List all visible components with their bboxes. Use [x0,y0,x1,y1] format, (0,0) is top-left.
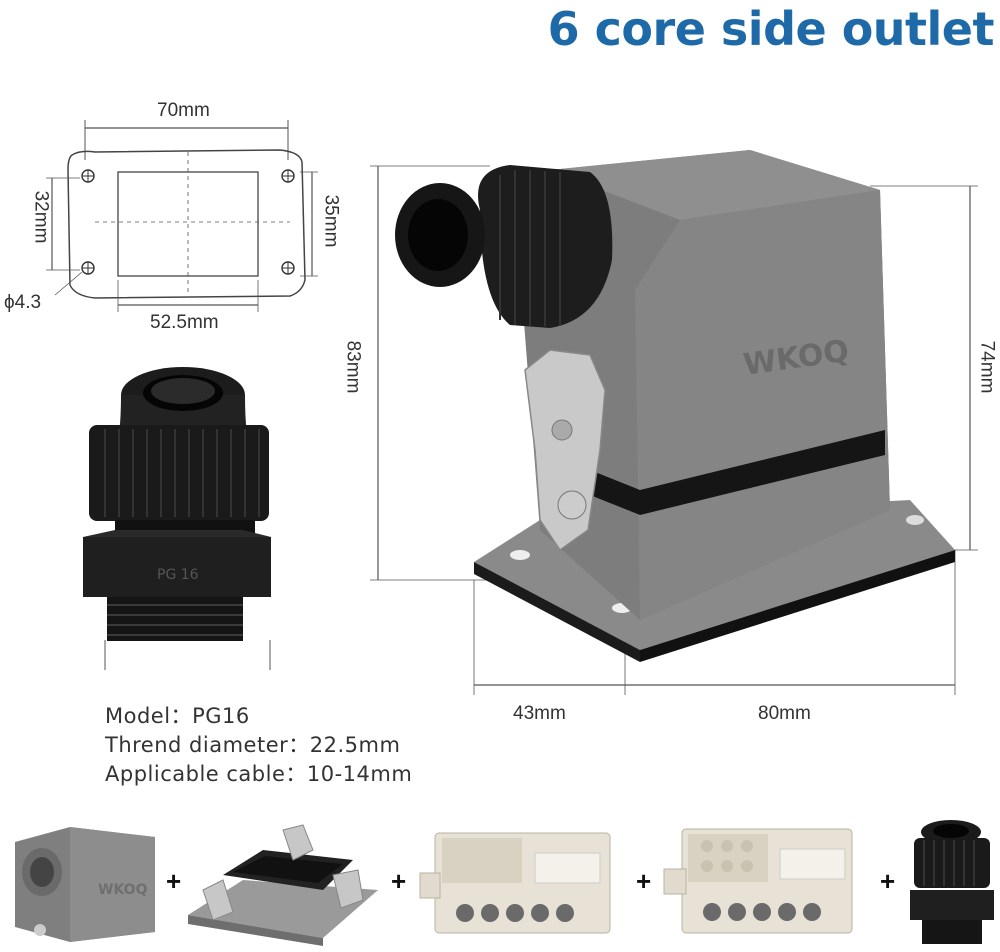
depth-b-label: 80mm [758,703,811,724]
component-male-insert [419,832,611,934]
spec-model: Model：PG16 [105,704,250,728]
spec-thread: Thrend diameter：22.5mm [105,733,401,757]
hole-diameter-label: ϕ4.3 [4,292,42,313]
hood-brand: WKOQ [98,882,148,898]
component-hood: WKOQ [15,827,155,942]
depth-a-label: 43mm [513,703,566,724]
page-title: 6 core side outlet [547,2,995,56]
flange-width-label: 70mm [157,100,210,121]
cable-gland-image: PG 16 [83,367,271,641]
plus-2: + [391,866,407,896]
component-housing-base [188,824,378,946]
gland-dimension-lines [104,640,271,670]
connector-product-image: WKOQ [370,150,978,695]
plus-1: + [166,866,182,896]
component-female-insert [663,828,853,934]
total-height-label: 83mm [342,340,364,394]
plus-4: + [880,866,896,896]
hole-spacing-h-label: 52.5mm [150,312,219,333]
flange-drawing [46,120,318,312]
gland-specs: Model：PG16 Thrend diameter：22.5mm Applic… [105,702,412,789]
hole-spacing-v-label: 35mm [320,194,342,248]
component-cable-gland [910,820,994,944]
spec-cable: Applicable cable：10-14mm [105,762,413,786]
flange-height-label: 32mm [30,190,52,244]
gland-marking: PG 16 [157,567,199,583]
body-height-label: 74mm [976,340,998,394]
plus-3: + [636,866,652,896]
